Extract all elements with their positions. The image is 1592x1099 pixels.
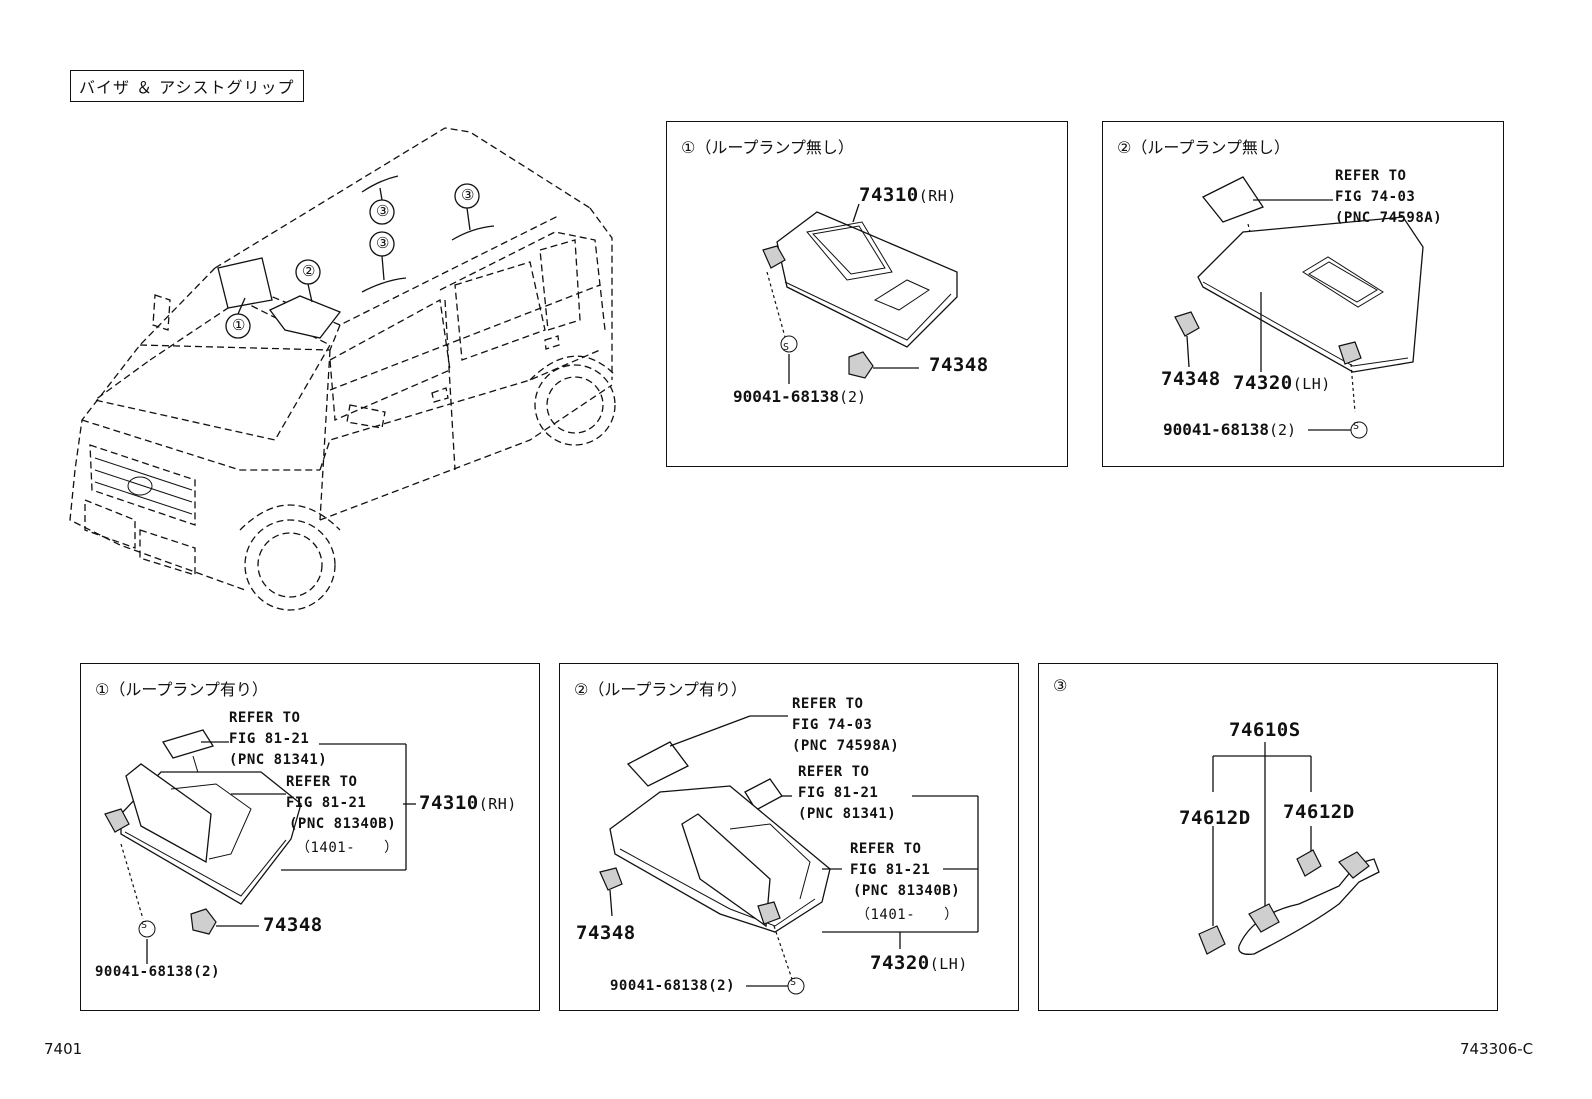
refer-line-1: REFER TO <box>1335 168 1407 184</box>
part-74612d-right: 74612D <box>1283 801 1355 823</box>
panel-visor-rh-with-lamp: ①（ループランプ有り） S REFER TO FIG 81-21 (PNC 81… <box>80 663 540 1011</box>
refer-line-2: FIG 74-03 <box>1335 189 1416 205</box>
screw-symbol: S <box>790 977 797 988</box>
panel-title: ②（ループランプ有り） <box>574 680 747 699</box>
overview-callout-3c: ③ <box>461 186 475 204</box>
part-90041-68138: 90041-68138(2) <box>1163 420 1297 439</box>
panel-title: ①（ループランプ有り） <box>95 680 268 699</box>
part-74320: 74320(LH) <box>1233 372 1331 394</box>
overview-callout-3b: ③ <box>376 234 390 252</box>
screw-symbol: S <box>1353 421 1360 432</box>
panel-title: ②（ループランプ無し） <box>1117 138 1290 157</box>
panel-visor-lh-with-lamp: ②（ループランプ有り） S REFER TO FIG 74-03 (PNC 74… <box>559 663 1019 1011</box>
part-74612d-left: 74612D <box>1179 807 1251 829</box>
part-74310: 74310(RH) <box>419 792 517 814</box>
refer-a-line-2: FIG 81-21 <box>229 731 310 747</box>
refer-b-line-1: REFER TO <box>798 764 870 780</box>
part-74348: 74348 <box>929 354 989 376</box>
part-74348: 74348 <box>263 914 323 936</box>
panel-assist-grip: ③ 74610S 74612D 74612D <box>1038 663 1498 1011</box>
refer-c-line-4: （1401- ） <box>856 907 959 923</box>
refer-b-line-2: FIG 81-21 <box>798 785 879 801</box>
screw-symbol: S <box>141 920 148 931</box>
overview-callout-1: ① <box>232 316 246 334</box>
refer-c-line-2: FIG 81-21 <box>850 862 931 878</box>
screw-symbol: S <box>783 342 790 353</box>
part-74348: 74348 <box>1161 368 1221 390</box>
panel-title: ③ <box>1053 676 1068 695</box>
refer-a-line-1: REFER TO <box>229 710 301 726</box>
part-90041-68138: 90041-68138(2) <box>733 387 867 406</box>
part-90041-68138: 90041-68138(2) <box>95 964 221 980</box>
footer-illustration-code: 743306-C <box>1460 1040 1534 1058</box>
part-74320: 74320(LH) <box>870 952 968 974</box>
refer-a-line-3: (PNC 74598A) <box>792 738 900 754</box>
refer-c-line-1: REFER TO <box>850 841 922 857</box>
panel-title: ①（ループランプ無し） <box>681 138 854 157</box>
overview-callout-3a: ③ <box>376 202 390 220</box>
part-74348: 74348 <box>576 922 636 944</box>
refer-a-line-1: REFER TO <box>792 696 864 712</box>
refer-b-line-4: （1401- ） <box>296 840 399 856</box>
refer-b-line-2: FIG 81-21 <box>286 795 367 811</box>
footer-figure-number: 7401 <box>44 1040 83 1058</box>
refer-b-line-1: REFER TO <box>286 774 358 790</box>
part-74310: 74310(RH) <box>859 184 957 206</box>
panel-visor-lh-no-lamp: ②（ループランプ無し） S REFER TO FIG 74-03 (PNC 74… <box>1102 121 1504 467</box>
refer-a-line-2: FIG 74-03 <box>792 717 873 733</box>
refer-b-line-3: (PNC 81340B) <box>289 816 397 832</box>
overview-callout-2: ② <box>302 262 316 280</box>
part-90041-68138: 90041-68138(2) <box>610 978 736 994</box>
page-title: バイザ ＆ アシストグリップ <box>70 70 304 102</box>
refer-line-3: (PNC 74598A) <box>1335 210 1443 226</box>
refer-c-line-3: (PNC 81340B) <box>853 883 961 899</box>
part-74610s: 74610S <box>1229 719 1301 741</box>
refer-b-line-3: (PNC 81341) <box>798 806 897 822</box>
refer-a-line-3: (PNC 81341) <box>229 752 328 768</box>
panel-visor-rh-no-lamp: ①（ループランプ無し） S 74310(RH) 74348 90041-6813… <box>666 121 1068 467</box>
